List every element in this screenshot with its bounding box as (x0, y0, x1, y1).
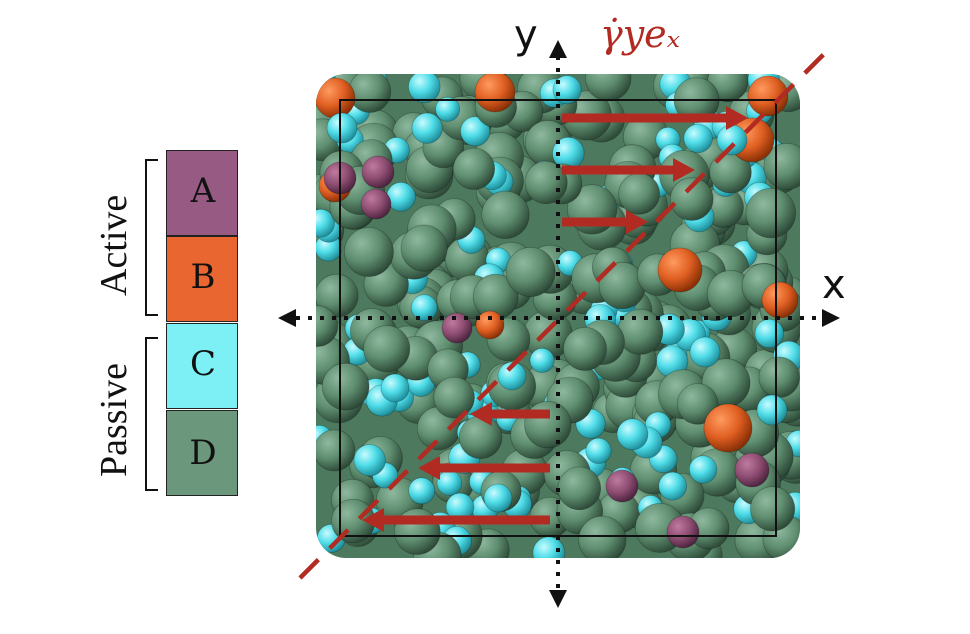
particle-active-b (747, 75, 789, 117)
passive-bracket (145, 337, 158, 491)
particle-passive-d (563, 326, 608, 371)
x-axis-right-arrowhead (822, 309, 840, 327)
particle-passive-d (316, 273, 359, 318)
legend-swatch-a: A (166, 150, 238, 236)
x-axis-left-arrowhead (278, 309, 296, 327)
particle-passive-d (321, 362, 370, 411)
particle-passive-c (683, 123, 713, 154)
particle-passive-c (316, 208, 336, 238)
particle-passive-d (617, 308, 664, 355)
legend-swatch-c: C (166, 323, 238, 409)
legend-label-d: D (189, 433, 217, 473)
particle-active-a (666, 515, 700, 549)
particle-active-a (361, 155, 395, 189)
particle-passive-c (529, 347, 555, 373)
particle-passive-d (618, 172, 660, 215)
particle-passive-d (316, 429, 356, 472)
velocity-arrows (362, 106, 748, 532)
legend-label-c: C (189, 344, 216, 384)
particle-passive-d (348, 74, 392, 113)
particle-active-a (441, 312, 473, 344)
particle-active-b (657, 247, 703, 293)
particle-passive-d (458, 415, 503, 460)
particle-passive-c (756, 394, 788, 426)
particle-passive-c (658, 471, 688, 501)
shear-rate-label: γ̇yeₓ (600, 12, 681, 56)
particle-passive-d (524, 160, 568, 205)
velocity-arrow-head (673, 158, 695, 182)
particle-passive-d (316, 305, 339, 347)
velocity-arrow-head (470, 402, 492, 426)
group-brackets (145, 159, 158, 491)
particle-passive-d (481, 190, 530, 239)
particle-passive-d (578, 515, 627, 558)
particle-passive-d (557, 466, 602, 511)
particle-passive-c (326, 112, 358, 144)
particle-active-a (734, 452, 770, 488)
active-bracket (145, 159, 158, 316)
particle-passive-d (505, 246, 556, 297)
particle-passive-d (524, 400, 572, 449)
velocity-arrow-head (626, 210, 648, 234)
particle-passive-c (616, 418, 649, 451)
particle-passive-c (407, 74, 441, 104)
particle-passive-c (716, 124, 748, 156)
particle-active-a (605, 469, 639, 503)
particle-passive-c (497, 361, 527, 391)
legend-label-a: A (190, 171, 216, 211)
particle-passive-d (676, 383, 719, 425)
particle-passive-d (745, 187, 796, 239)
velocity-arrow-head (418, 456, 440, 480)
particle-active-a (360, 188, 392, 220)
particle-passive-d (363, 325, 411, 373)
y-axis-top-arrowhead (549, 40, 567, 58)
particle-passive-c (410, 294, 438, 322)
x-axis-label: x (822, 262, 846, 308)
particle-passive-d (400, 224, 448, 272)
particle-active-b (703, 403, 753, 453)
particle-passive-c (552, 75, 582, 105)
particle-passive-c (353, 444, 386, 477)
legend-swatch-b: B (166, 236, 238, 322)
particle-passive-c (585, 437, 612, 464)
particle-passive-d (452, 147, 496, 190)
y-axis-bottom-arrowhead (549, 590, 567, 608)
particle-passive-c (408, 477, 436, 505)
particle-passive-c (380, 373, 410, 403)
particle-passive-c (436, 470, 463, 496)
legend-label-b: B (190, 257, 216, 297)
particle-passive-c (688, 455, 718, 484)
particle-active-b (474, 74, 516, 113)
particle-passive-d (585, 74, 632, 102)
particle-passive-d (669, 177, 714, 221)
particle-passive-c (689, 336, 721, 368)
particle-active-b (475, 310, 505, 340)
particle-passive-c (483, 483, 513, 513)
particle-passive-d (749, 486, 796, 532)
velocity-arrow-head (726, 106, 748, 130)
particle-passive-c (460, 116, 491, 147)
particle-passive-d (433, 376, 475, 419)
velocity-arrow-head (362, 508, 384, 532)
legend-swatch-d: D (166, 410, 238, 496)
particle-active-b (761, 281, 799, 319)
particle-passive-c (435, 96, 461, 122)
particle-passive-d (343, 227, 394, 277)
particle-passive-d (758, 356, 800, 398)
particle-active-b (316, 77, 356, 119)
particle-passive-c (411, 112, 443, 144)
particle-passive-c (754, 318, 785, 349)
y-axis-label: y (514, 12, 538, 58)
